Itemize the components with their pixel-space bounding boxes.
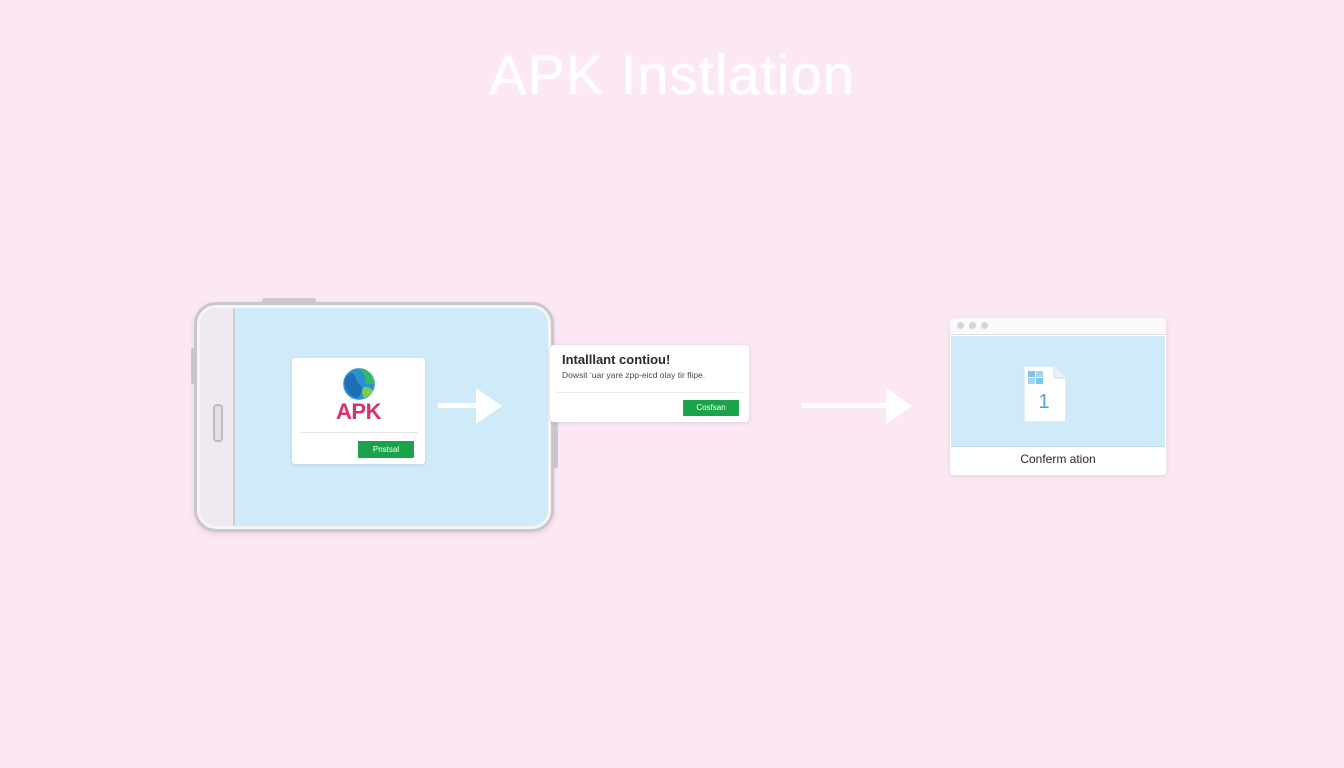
confirmation-label: Conferm ation [1020,452,1096,466]
dialog-divider [556,392,743,393]
window-maximize-dot[interactable] [981,322,988,329]
confirm-install-button[interactable]: Cosfsan [683,400,739,416]
phone-volume-button [191,348,195,384]
apk-logo-text: APK [336,399,381,424]
file-number: 1 [1038,391,1050,413]
window-titlebar [950,318,1166,335]
file-icon [1023,365,1067,423]
window-close-dot[interactable] [957,322,964,329]
phone-bezel [200,308,235,526]
right-arrow-icon [438,388,502,424]
window-minimize-dot[interactable] [969,322,976,329]
phone-power-button [554,420,558,468]
dialog-body: Dowsit ‘uar yare zpp-eicd olay tir flipe… [562,370,706,380]
apk-card-divider [300,432,418,433]
dialog-title: Intalllant contiou! [562,352,671,367]
phone-top-button [262,298,316,303]
home-button [213,404,223,442]
install-button[interactable]: Pnstsal [358,441,414,458]
page-title: APK Instlation [489,43,855,106]
right-arrow-icon [802,388,912,424]
globe-logo-icon [342,367,376,401]
